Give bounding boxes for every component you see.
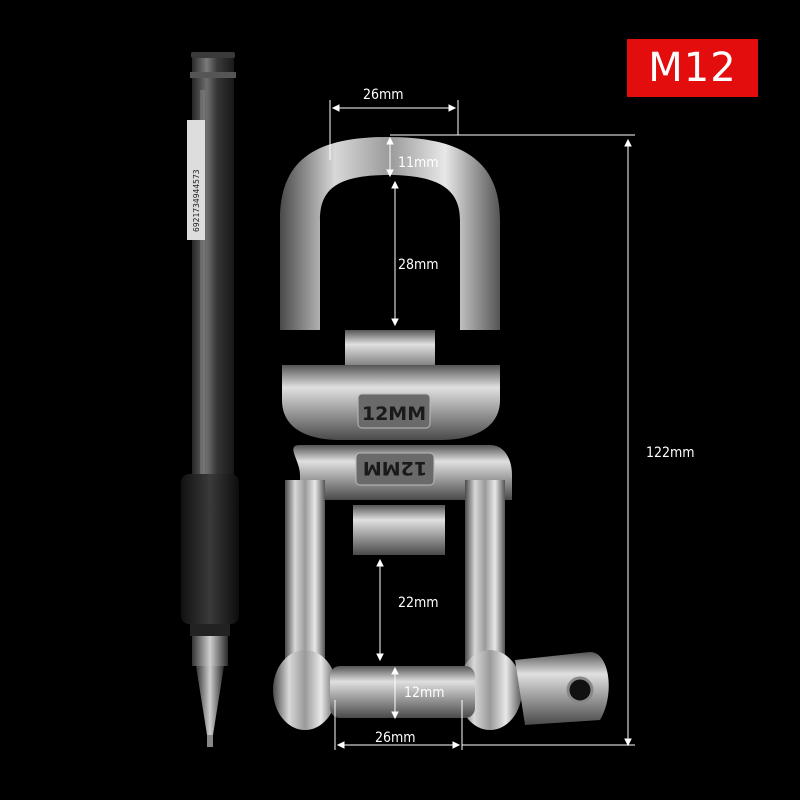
pin-diameter-label: 12mm bbox=[404, 685, 445, 701]
eye-thickness-label: 11mm bbox=[398, 155, 439, 171]
size-badge: M12 bbox=[627, 39, 758, 97]
top-width-label: 26mm bbox=[363, 87, 404, 103]
pin-tab bbox=[515, 652, 609, 725]
size-badge-label: M12 bbox=[648, 45, 737, 91]
pen-label bbox=[187, 120, 205, 240]
bottom-width-label: 26mm bbox=[375, 730, 416, 746]
eye-inner-height-label: 28mm bbox=[398, 257, 439, 273]
overall-length-label: 122mm bbox=[646, 445, 695, 461]
d-shackle: 12MM bbox=[273, 445, 609, 730]
pen: 6921734944573 bbox=[181, 52, 239, 747]
lower-stamp: 12MM bbox=[363, 457, 427, 479]
shackle-pin bbox=[330, 666, 475, 718]
pen-barcode-text: 6921734944573 bbox=[192, 169, 201, 232]
dimension-lines bbox=[329, 100, 635, 750]
shackle-inner-height-label: 22mm bbox=[398, 595, 439, 611]
swivel-eye: 12MM bbox=[280, 137, 500, 440]
pen-grip bbox=[181, 474, 239, 624]
lower-nut bbox=[353, 505, 445, 555]
upper-stamp: 12MM bbox=[362, 403, 426, 425]
